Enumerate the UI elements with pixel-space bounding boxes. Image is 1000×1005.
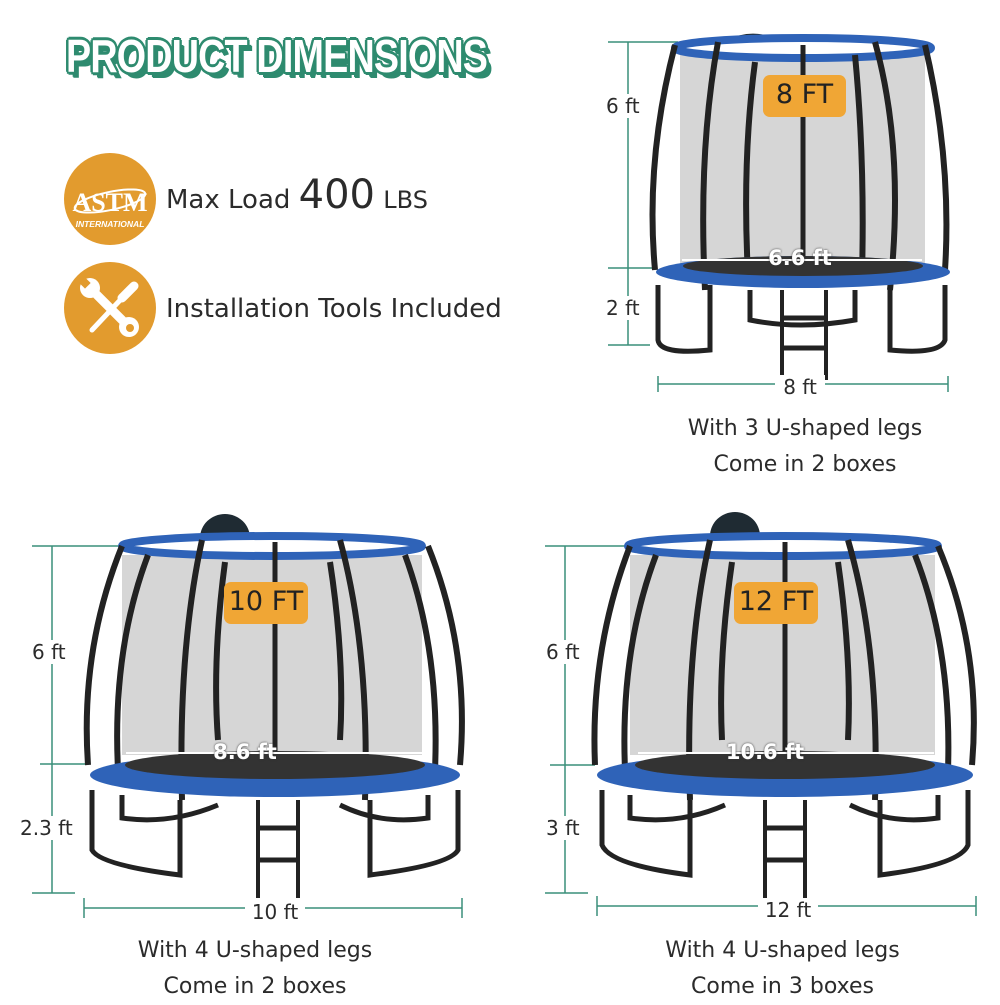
legs-caption: With 4 U-shaped legs — [665, 938, 900, 963]
wrench-screwdriver-icon — [64, 262, 156, 354]
boxes-caption: Come in 2 boxes — [163, 974, 347, 999]
astm-international-badge-icon: ASTM INTERNATIONAL — [64, 153, 156, 245]
trampoline-10ft-diagram: 10 FT 8.6 ft 6 ft 2.3 ft 10 ft With 4 U-… — [0, 500, 500, 1000]
overall-diameter-label: 10 ft — [245, 900, 305, 924]
jump-mat-diameter: 6.6 ft — [768, 246, 832, 270]
legs-caption: With 4 U-shaped legs — [137, 938, 373, 963]
legs-caption: With 3 U-shaped legs — [687, 416, 923, 441]
page-title: PRODUCT DIMENSIONS — [66, 30, 488, 82]
jump-mat-diameter: 10.6 ft — [725, 740, 805, 764]
boxes-caption: Come in 3 boxes — [691, 974, 874, 999]
enclosure-height-label: 6 ft — [546, 640, 580, 664]
max-load-prefix: Max Load — [166, 185, 291, 215]
max-load-unit: LBS — [383, 186, 428, 214]
svg-text:INTERNATIONAL: INTERNATIONAL — [76, 219, 145, 229]
svg-text:ASTM: ASTM — [72, 188, 147, 217]
installation-tools-label: Installation Tools Included — [166, 294, 502, 324]
trampoline-8ft-diagram: 8 FT 6.6 ft 6 ft 2 ft 8 ft With 3 U-shap… — [600, 0, 1000, 480]
size-tag: 10 FT — [224, 582, 308, 624]
frame-height-label: 2.3 ft — [20, 816, 73, 840]
size-tag: 8 FT — [763, 75, 846, 117]
overall-diameter-label: 8 ft — [775, 375, 825, 399]
caption: With 4 U-shaped legs Come in 3 boxes — [615, 933, 950, 1005]
boxes-caption: Come in 2 boxes — [713, 452, 897, 477]
overall-diameter-label: 12 ft — [758, 898, 818, 922]
frame-height-label: 2 ft — [606, 296, 640, 320]
caption: With 3 U-shaped legs Come in 2 boxes — [640, 411, 970, 483]
jump-mat-diameter: 8.6 ft — [213, 740, 277, 764]
trampoline-12ft-diagram: 12 FT 10.6 ft 6 ft 3 ft 12 ft With 4 U-s… — [520, 500, 1000, 1000]
size-tag: 12 FT — [734, 582, 818, 624]
max-load-label: Max Load 400 LBS — [166, 172, 428, 218]
caption: With 4 U-shaped legs Come in 2 boxes — [90, 933, 420, 1005]
enclosure-height-label: 6 ft — [606, 94, 640, 118]
enclosure-height-label: 6 ft — [32, 640, 66, 664]
max-load-value: 400 — [298, 172, 376, 218]
frame-height-label: 3 ft — [546, 816, 580, 840]
